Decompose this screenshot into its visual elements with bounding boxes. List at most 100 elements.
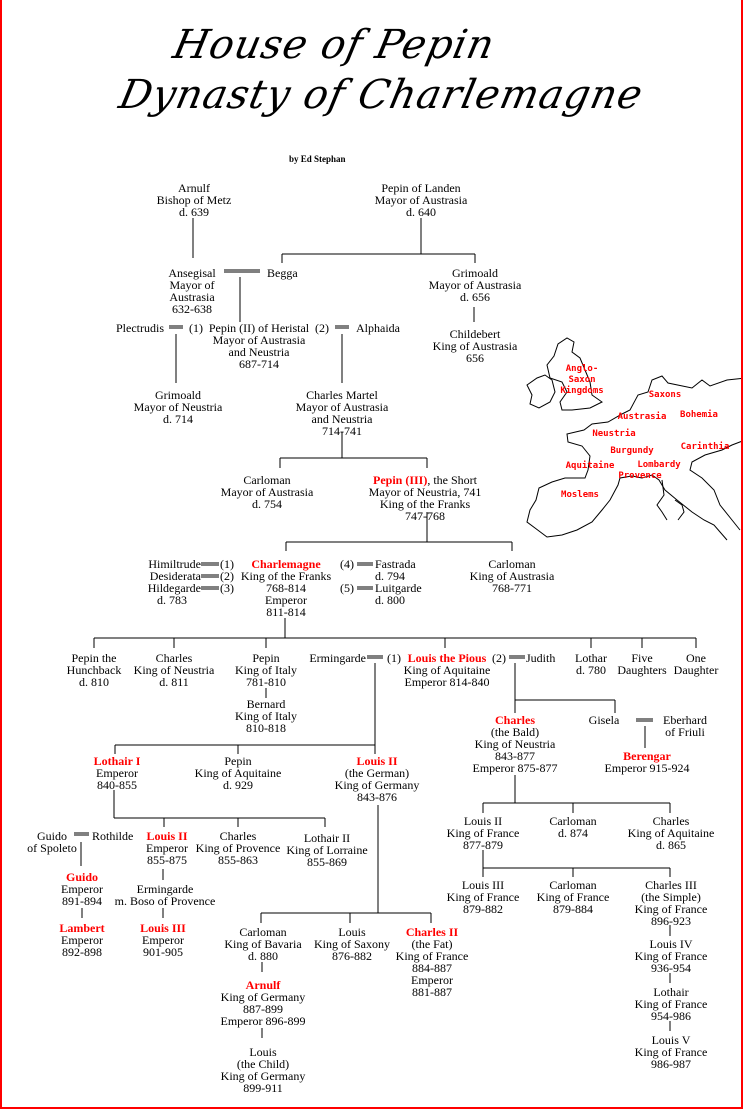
person-line: King of France <box>395 949 469 963</box>
person-line: Daughters <box>617 663 667 677</box>
person-line: Mayor of Austrasia <box>295 400 389 414</box>
person-line: Begga <box>267 266 298 280</box>
person-name-highlighted: Louis the Pious <box>407 651 487 665</box>
person-line: d. 780 <box>576 663 606 677</box>
person-line: 840-855 <box>96 778 137 792</box>
person-line: King of Aquitaine <box>403 663 491 677</box>
person-line: d. 639 <box>178 205 209 219</box>
person-ermingarde: Ermingarde <box>309 652 366 664</box>
person-line: King of Provence <box>195 841 281 855</box>
person-line: King of France <box>634 1045 708 1059</box>
person-name-highlighted: Charles <box>494 713 535 727</box>
person-line: One <box>686 651 706 665</box>
person-line: Mayor of <box>169 278 215 292</box>
person-line: m. Boso of Provence <box>114 894 216 908</box>
marriage-order-mark: (2) <box>492 651 506 665</box>
person-line: Louis III <box>461 878 505 892</box>
person-name-highlighted: Berengar <box>623 749 671 763</box>
person-line: d. 880 <box>248 949 278 963</box>
person-line: (the Simple) <box>641 890 701 904</box>
person-line: Louis II <box>463 814 503 828</box>
person-line: Emperor <box>411 973 453 987</box>
person-line: King of Lorraine <box>286 843 368 857</box>
person-line: 954-986 <box>651 1009 691 1023</box>
person-line: 901-905 <box>142 945 183 959</box>
person-line: King of the Franks <box>240 569 332 583</box>
person-line: 892-898 <box>61 945 102 959</box>
person-line: King of Aquitaine <box>194 766 282 780</box>
person-line: Mayor of Austrasia <box>428 278 522 292</box>
person-name-highlighted: Charles II <box>405 925 459 939</box>
map-region-label: Moslems <box>561 490 599 500</box>
person-line: Judith <box>526 651 556 665</box>
person-line: Emperor 896-899 <box>220 1014 306 1028</box>
map-region-label: Austrasia <box>617 412 667 422</box>
person-line: King of France <box>446 826 520 840</box>
person-line: King of France <box>634 949 708 963</box>
person-line: of Spoleto <box>27 841 77 855</box>
person-line: d. 783 <box>157 593 187 607</box>
person-line: Lothar <box>575 651 607 665</box>
person-line: Austrasia <box>169 290 215 304</box>
person-line: Hunchback <box>66 663 122 677</box>
marriage-order-mark: (1) <box>189 321 203 335</box>
person-line: Emperor 814-840 <box>404 675 490 689</box>
person-line: d. 800 <box>375 593 405 607</box>
person-line: 843-876 <box>357 790 397 804</box>
person-line: 768-814 <box>265 581 306 595</box>
map-coastline <box>546 337 603 411</box>
person-line: Carloman <box>549 814 597 828</box>
person-line: King of Austrasia <box>469 569 555 583</box>
person-line: 855-869 <box>307 855 347 869</box>
person-line: Charles Martel <box>306 388 378 402</box>
person-line: 879-882 <box>463 902 503 916</box>
person-line: Gisela <box>588 713 620 727</box>
person-line: Carloman <box>239 925 287 939</box>
person-line: (the Bald) <box>490 725 540 739</box>
map-region-label: Provence <box>618 471 662 481</box>
person-line: King of France <box>634 902 708 916</box>
person-line: 810-818 <box>246 721 286 735</box>
map-region-label: Lombardy <box>637 460 681 470</box>
person-line: d. 794 <box>375 569 405 583</box>
person-line: d. 810 <box>79 675 109 689</box>
person-line: Carloman <box>243 473 291 487</box>
person-begga: Begga <box>267 267 298 279</box>
person-line: 986-987 <box>651 1057 691 1071</box>
person-line: (the German) <box>344 766 410 780</box>
person-line: 896-923 <box>651 914 691 928</box>
map-region-label: Bohemia <box>680 410 718 420</box>
person-line: Five <box>631 651 653 665</box>
person-line: and Neustria <box>311 412 373 426</box>
person-line: Plectrudis <box>116 321 164 335</box>
person-line: King of France <box>634 997 708 1011</box>
person-line: Emperor <box>265 593 307 607</box>
person-line: Himiltrude <box>148 557 201 571</box>
person-name-highlighted: Lothair I <box>93 754 141 768</box>
person-name-highlighted: Louis II <box>356 754 398 768</box>
person-line: 879-884 <box>553 902 593 916</box>
